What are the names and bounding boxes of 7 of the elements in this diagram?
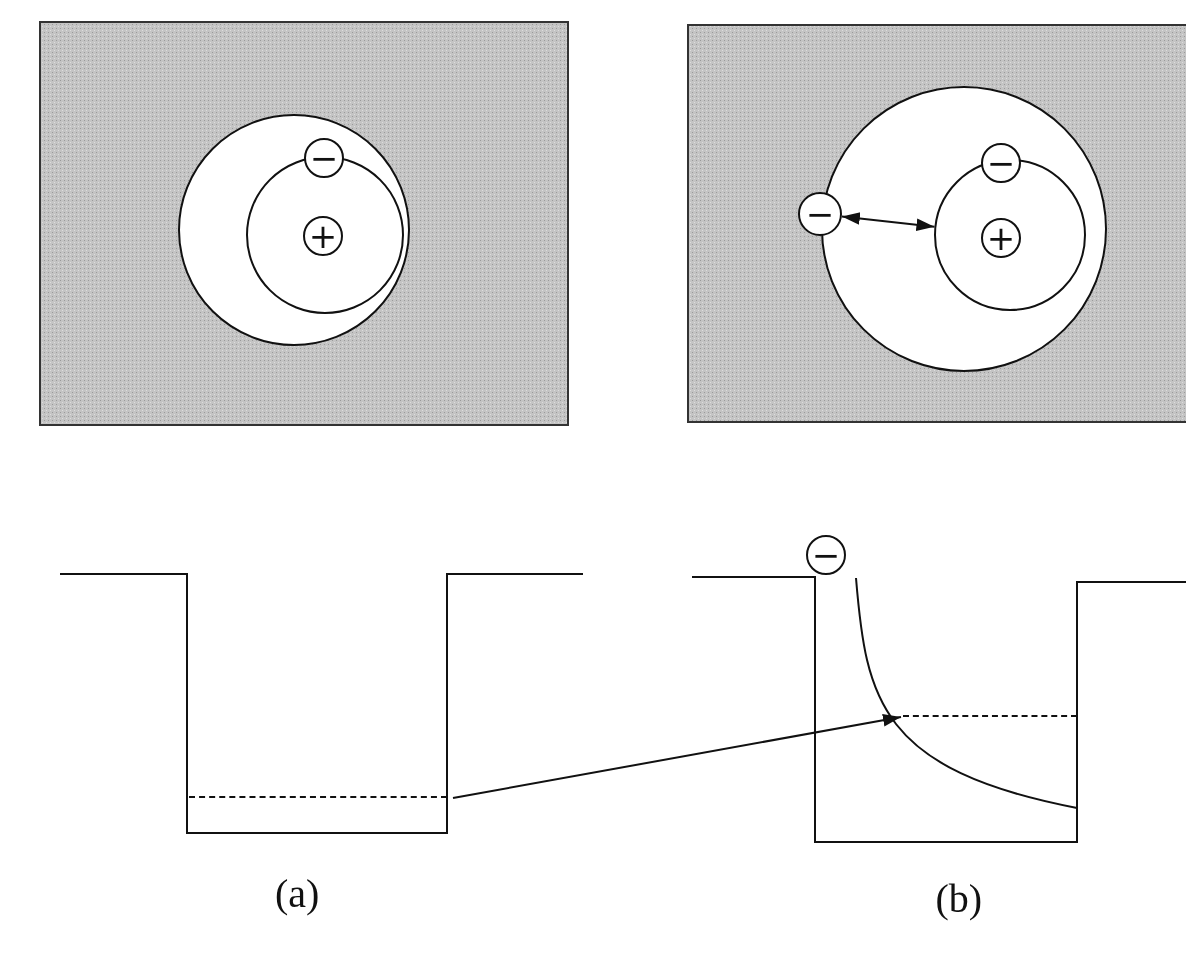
energy-level-line xyxy=(903,715,1077,719)
energy-level-line xyxy=(189,796,447,800)
electron-charge: − xyxy=(806,535,846,575)
double-arrow xyxy=(840,212,936,231)
panel-label: (a) xyxy=(275,869,320,917)
arrow xyxy=(452,714,902,799)
panel-label: (b) xyxy=(935,874,983,922)
